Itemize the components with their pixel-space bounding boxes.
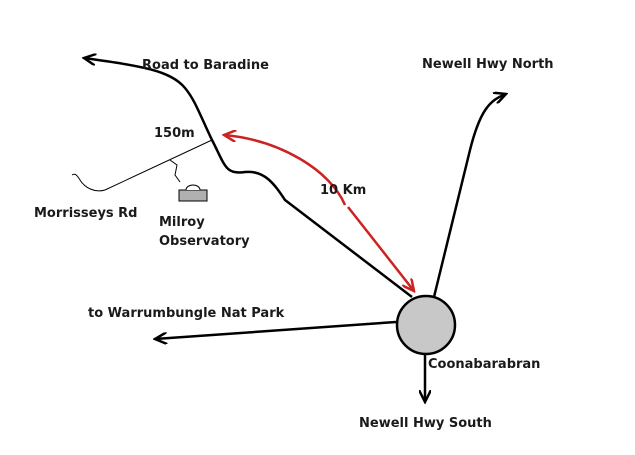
- observatory-access: [169, 159, 181, 183]
- label-150m: 150m: [154, 126, 195, 141]
- town-circle-icon: [395, 294, 457, 356]
- label-coonabarabran: Coonabarabran: [428, 357, 540, 372]
- newell-hwy-north: [432, 94, 506, 298]
- road-to-warrumbungle: [155, 320, 397, 339]
- label-milroy: Milroy: [159, 215, 205, 230]
- label-warrumbungle: to Warrumbungle Nat Park: [88, 306, 285, 321]
- label-newell-hwy-north: Newell Hwy North: [422, 57, 554, 72]
- label-morrisseys-rd: Morrisseys Rd: [34, 206, 138, 221]
- morrisseys-road: [71, 139, 213, 192]
- label-observatory: Observatory: [159, 234, 250, 249]
- distance-arrow-10km: [224, 135, 347, 206]
- road-to-baradine: [84, 58, 413, 298]
- label-road-to-baradine: Road to Baradine: [142, 58, 269, 73]
- label-newell-hwy-south: Newell Hwy South: [359, 416, 492, 431]
- label-10km: 10 Km: [320, 183, 366, 198]
- distance-arrow-10km-lower: [347, 206, 414, 291]
- observatory-dome-icon: [178, 184, 208, 202]
